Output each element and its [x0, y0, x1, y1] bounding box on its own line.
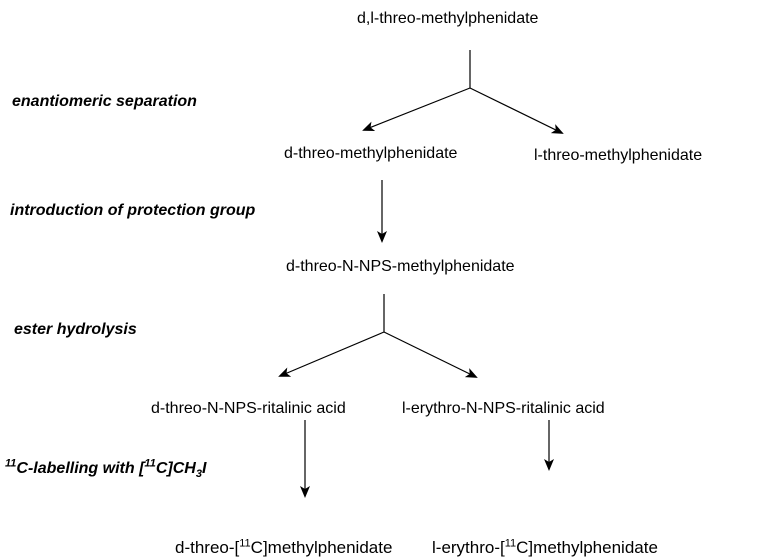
compound-start: d,l-threo-methylphenidate — [357, 10, 539, 27]
step-separation: enantiomeric separation — [12, 93, 197, 110]
step-hydrolysis: ester hydrolysis — [14, 321, 137, 338]
arrow-to-d-threo — [362, 87, 471, 131]
compound-d-threo-labelled: d-threo-[11C]methylphenidate — [175, 537, 393, 557]
step-protection: introduction of protection group — [10, 202, 256, 219]
compound-d-threo-acid: d-threo-N-NPS-ritalinic acid — [151, 400, 346, 417]
arrow-to-l-erythro-acid — [383, 331, 478, 378]
compound-l-erythro-labelled: l-erythro-[11C]methylphenidate — [432, 537, 658, 557]
compound-d-threo: d-threo-methylphenidate — [284, 145, 458, 162]
step-labelling: 11C-labelling with [11C]CH3I — [5, 457, 207, 481]
compound-protected: d-threo-N-NPS-methylphenidate — [286, 258, 515, 275]
arrow-to-l-threo — [469, 87, 564, 134]
compound-l-erythro-acid: l-erythro-N-NPS-ritalinic acid — [402, 400, 605, 417]
compound-l-threo: l-threo-methylphenidate — [534, 147, 703, 164]
arrow-to-d-threo-acid — [278, 331, 385, 377]
